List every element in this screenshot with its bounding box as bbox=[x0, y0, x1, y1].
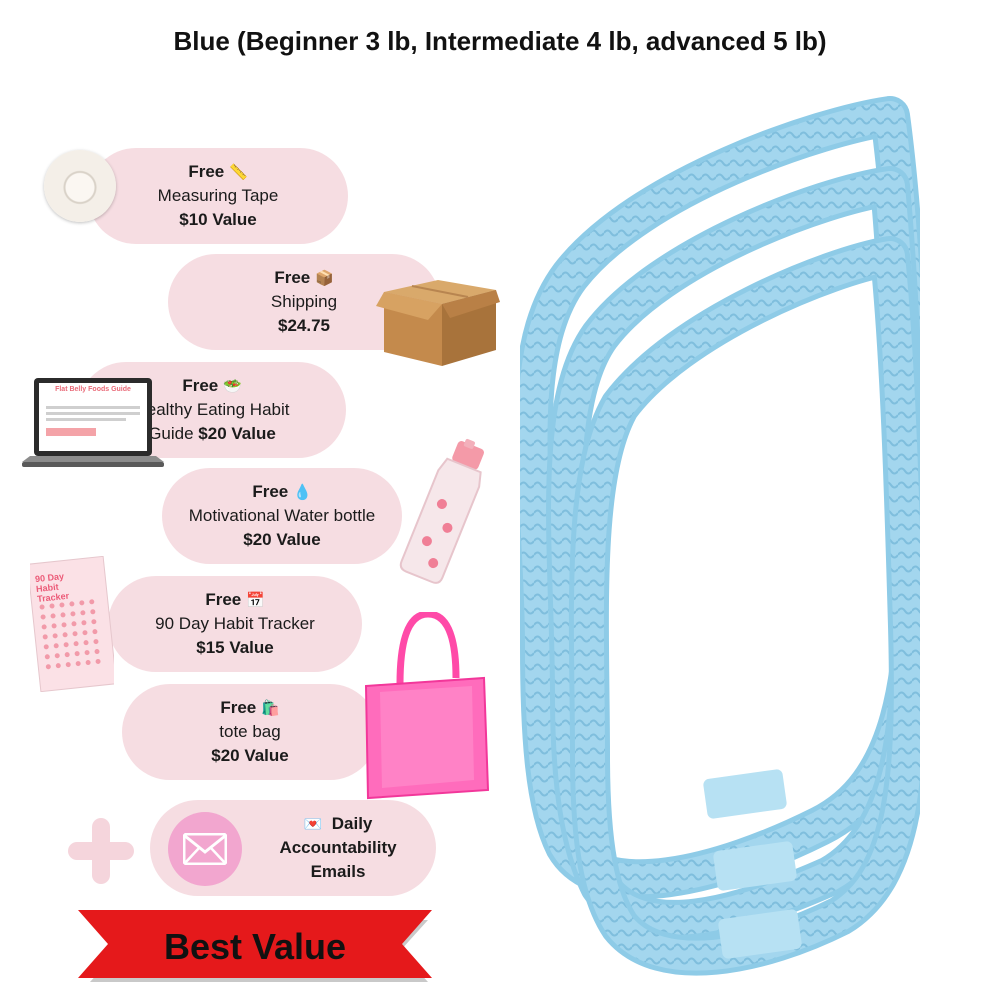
tracker-title: 90 Day Habit Tracker bbox=[34, 571, 70, 605]
offer-heading: Free bbox=[182, 376, 219, 395]
offer-item-name: Measuring Tape bbox=[157, 186, 279, 205]
offer-value: $15 Value bbox=[196, 638, 274, 657]
package-icon: 📦 bbox=[314, 269, 334, 287]
offer-measuring-tape: Free 📏 Measuring Tape $10 Value bbox=[88, 148, 348, 244]
offer-heading: Free bbox=[188, 162, 225, 181]
offer-item-name-cont: Guide bbox=[148, 424, 199, 443]
offer-heading: Free bbox=[274, 268, 311, 287]
offer-heading: Free bbox=[220, 698, 257, 717]
measuring-tape-image bbox=[44, 150, 116, 222]
shipping-box-image bbox=[376, 280, 500, 366]
page-title: Blue (Beginner 3 lb, Intermediate 4 lb, … bbox=[173, 26, 827, 56]
offer-value: $20 Value bbox=[198, 424, 276, 443]
offer-water-bottle: Free 💧 Motivational Water bottle $20 Val… bbox=[162, 468, 402, 564]
droplet-icon: 💧 bbox=[292, 483, 312, 501]
laptop-image: Flat Belly Foods Guide bbox=[22, 376, 164, 477]
emails-line1: Daily bbox=[331, 814, 373, 833]
envelope-icon bbox=[183, 833, 227, 865]
offer-item-name: 90 Day Habit Tracker bbox=[155, 614, 315, 633]
offer-tote-bag: Free 🛍️ tote bag $20 Value bbox=[122, 684, 378, 780]
emails-line3: Emails bbox=[310, 862, 366, 881]
offer-item-name: Healthy Eating Habit bbox=[134, 400, 290, 419]
habit-tracker-image: 90 Day Habit Tracker bbox=[26, 555, 118, 697]
laptop-screen-title: Flat Belly Foods Guide bbox=[55, 386, 131, 393]
offer-value: $24.75 bbox=[278, 316, 330, 335]
plus-icon bbox=[68, 818, 134, 884]
offer-heading: Free bbox=[252, 482, 289, 501]
best-value-ribbon bbox=[78, 910, 432, 982]
shopping-bag-icon: 🛍️ bbox=[260, 699, 280, 717]
tote-bag-image bbox=[364, 612, 490, 800]
offer-item-name: Shipping bbox=[270, 292, 338, 311]
offer-habit-tracker: Free 📅 90 Day Habit Tracker $15 Value bbox=[108, 576, 362, 672]
salad-icon: 🥗 bbox=[222, 377, 242, 395]
offer-value: $20 Value bbox=[243, 530, 321, 549]
offer-value: $10 Value bbox=[179, 210, 257, 229]
love-letter-icon: 💌 bbox=[303, 815, 323, 833]
weighted-hoop-image bbox=[520, 96, 920, 976]
offer-item-name: tote bag bbox=[219, 722, 281, 741]
envelope-badge bbox=[168, 812, 242, 886]
calendar-icon: 📅 bbox=[245, 591, 265, 609]
best-value-label: Best Value bbox=[163, 926, 347, 967]
offer-item-name: Motivational Water bottle bbox=[188, 506, 376, 525]
ruler-icon: 📏 bbox=[228, 163, 248, 181]
offer-value: $20 Value bbox=[211, 746, 289, 765]
water-bottle-image bbox=[399, 438, 484, 584]
emails-line2: Accountability bbox=[279, 838, 397, 857]
offer-heading: Free bbox=[205, 590, 242, 609]
